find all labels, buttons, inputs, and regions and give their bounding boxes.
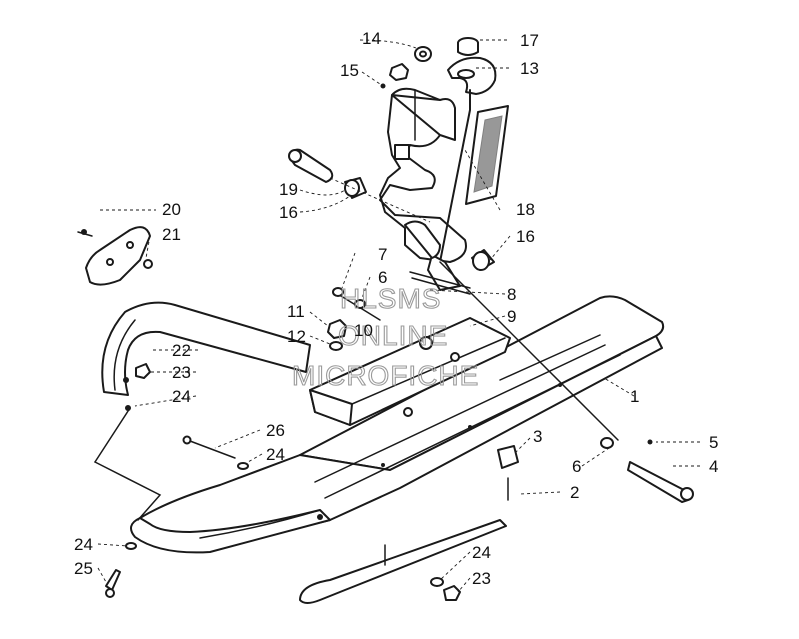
callout-25: 25 — [74, 559, 93, 578]
callout-15: 15 — [340, 61, 359, 80]
callout-21: 21 — [162, 225, 181, 244]
nut-11 — [327, 319, 347, 339]
watermark-line-1: HLSMS — [340, 283, 441, 314]
callout-13: 13 — [520, 59, 539, 78]
pin-5 — [647, 439, 653, 445]
callout-24-runner: 24 — [472, 543, 491, 562]
connector-line — [439, 261, 619, 441]
callout-23-upper: 23 — [172, 363, 191, 382]
callout-16-right: 16 — [516, 227, 535, 246]
bolt-26 — [182, 435, 236, 459]
bracket-20 — [77, 226, 153, 286]
ski-saddle — [309, 317, 511, 426]
nut-15 — [380, 63, 409, 89]
bolt-25 — [105, 569, 121, 598]
ski-loop-22 — [101, 301, 311, 411]
washer-14 — [414, 46, 432, 62]
nut-23-upper — [135, 363, 151, 379]
nut-23-runner — [443, 585, 461, 601]
callout-10: 10 — [354, 321, 373, 340]
washer-12 — [329, 341, 343, 351]
pin-19 — [288, 148, 334, 183]
callout-3: 3 — [533, 427, 542, 446]
callout-6-lower: 6 — [572, 457, 581, 476]
callout-7: 7 — [378, 245, 387, 264]
callout-17: 17 — [520, 31, 539, 50]
callout-26: 26 — [266, 421, 285, 440]
callout-23-runner: 23 — [472, 569, 491, 588]
callout-24-loop: 24 — [172, 387, 191, 406]
connector-line — [94, 461, 162, 521]
washer-24-mid — [237, 462, 249, 470]
watermark-line-2: ONLINE — [338, 320, 448, 351]
pad-3 — [497, 445, 519, 469]
spindle — [379, 56, 497, 291]
callout-11: 11 — [287, 302, 305, 321]
watermark-line-3: MICROFICHE — [292, 360, 479, 391]
washer-6-upper — [354, 299, 366, 309]
leader-lines — [97, 39, 700, 593]
bushing-16-right — [471, 249, 495, 271]
watermark: HLSMS ONLINE MICROFICHE — [291, 282, 479, 391]
callout-19: 19 — [279, 180, 298, 199]
callout-2: 2 — [570, 483, 579, 502]
callout-18: 18 — [516, 200, 535, 219]
cap-17 — [457, 37, 479, 56]
callout-5: 5 — [709, 433, 718, 452]
connector-line — [94, 407, 131, 463]
washer-6-lower — [600, 437, 614, 449]
callout-16-left: 16 — [279, 203, 298, 222]
callout-20: 20 — [162, 200, 181, 219]
callout-12: 12 — [287, 327, 306, 346]
wear-pad-decal — [465, 105, 509, 205]
callout-14: 14 — [362, 29, 381, 48]
bolt-4 — [627, 461, 694, 503]
callout-9: 9 — [507, 307, 516, 326]
callouts: 1 2 3 4 5 6 6 7 8 9 10 11 12 13 14 15 16… — [74, 29, 718, 588]
callout-24-left: 24 — [74, 535, 93, 554]
callout-8: 8 — [507, 285, 516, 304]
washer-24-lower-left — [125, 542, 137, 550]
ski-body — [130, 295, 665, 554]
washer-24-runner — [430, 577, 444, 587]
runner-2 — [299, 477, 509, 604]
callout-22: 22 — [172, 341, 191, 360]
callout-24-mid: 24 — [266, 445, 285, 464]
callout-4: 4 — [709, 457, 718, 476]
bushing-16-left — [344, 177, 367, 199]
callout-1: 1 — [630, 387, 639, 406]
callout-6-upper: 6 — [378, 268, 387, 287]
